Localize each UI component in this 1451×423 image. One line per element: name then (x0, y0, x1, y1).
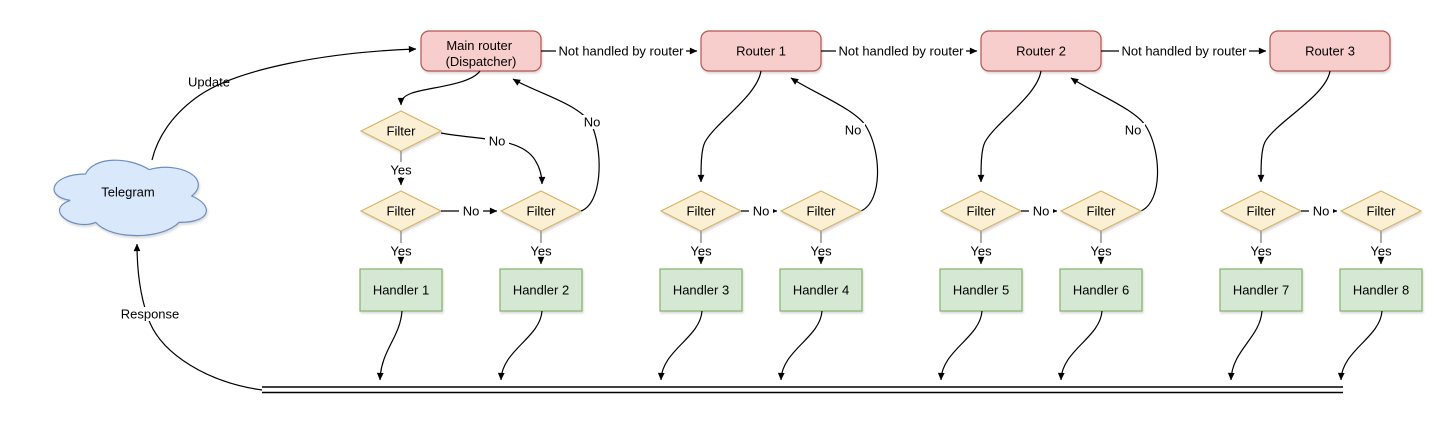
yes-label: Yes (1090, 244, 1112, 259)
filter-no-return-arrow-main (512, 78, 600, 212)
yes-label: Yes (1250, 244, 1272, 259)
handler-5-to-bus-arrow (937, 310, 983, 381)
filter-label: Filter (1087, 204, 1117, 219)
handler-8-label: Handler 8 (1353, 283, 1409, 298)
yes-label: Yes (970, 244, 992, 259)
no-label: No (489, 134, 506, 149)
filter-diamond-main-top (359, 110, 443, 152)
no-label-bg (1309, 204, 1333, 218)
yes-label: Yes (390, 163, 412, 178)
response-label-bg (118, 307, 182, 321)
not-handled-label-2: Not handled by router (838, 44, 964, 59)
not-handled-label-3: Not handled by router (1121, 44, 1247, 59)
filter-label: Filter (807, 204, 837, 219)
filter-label: Filter (387, 204, 417, 219)
handler-4-node (779, 268, 863, 312)
no-label-bg (1121, 123, 1145, 137)
handler-3-to-bus-arrow (657, 310, 703, 381)
response-label: Response (121, 307, 180, 322)
handler-1-node (359, 268, 443, 312)
handler-7-node (1219, 268, 1303, 312)
handler-1-to-bus-arrow (376, 310, 403, 381)
no-label: No (1313, 204, 1330, 219)
filter-diamond-r2-right (1059, 190, 1143, 232)
yes-label: Yes (1370, 244, 1392, 259)
handler-4-label: Handler 4 (793, 283, 849, 298)
handler-8-node (1339, 268, 1423, 312)
handler-8-to-bus-arrow (1337, 310, 1383, 381)
response-arrow (133, 243, 263, 391)
handler-6-node (1059, 268, 1143, 312)
filter-label: Filter (1247, 204, 1277, 219)
filter-label: Filter (967, 204, 997, 219)
yes-label: Yes (690, 244, 712, 259)
handler-5-label: Handler 5 (953, 283, 1009, 298)
handler-3-label: Handler 3 (673, 283, 729, 298)
yes-label: Yes (810, 244, 832, 259)
no-label: No (1033, 204, 1050, 219)
router-1-label: Router 1 (736, 44, 786, 59)
no-label-bg (580, 115, 604, 129)
handler-6-to-bus-arrow (1057, 310, 1103, 381)
filter-label: Filter (387, 124, 417, 139)
no-label: No (845, 123, 862, 138)
filter-diamond-r3-right (1339, 190, 1423, 232)
router-3-label: Router 3 (1305, 44, 1355, 59)
no-label-bg (459, 204, 483, 218)
handler-6-label: Handler 6 (1073, 283, 1129, 298)
filter-label: Filter (1367, 204, 1397, 219)
no-label: No (1125, 123, 1142, 138)
main-router-label: Main router (Dispatcher) (446, 38, 517, 69)
router-3-to-filter-arrow (1257, 70, 1331, 183)
no-label-bg (841, 123, 865, 137)
main-router-to-filter-arrow (397, 70, 481, 106)
no-label-bg (1029, 204, 1053, 218)
router-2-label: Router 2 (1016, 44, 1066, 59)
filter-diamond-r1-right (779, 190, 863, 232)
handler-2-label: Handler 2 (513, 283, 569, 298)
no-label-bg (749, 204, 773, 218)
yes-label: Yes (530, 244, 552, 259)
telegram-label: Telegram (101, 185, 154, 200)
not-handled-label-bg-1 (556, 44, 686, 58)
handler-3-node (659, 268, 743, 312)
router-1-to-filter-arrow (697, 70, 762, 183)
yes-label: Yes (390, 244, 412, 259)
telegram-cloud (53, 159, 207, 237)
handler-5-node (939, 268, 1023, 312)
filter-no-arrow-main-top (440, 132, 546, 185)
not-handled-label-bg-3 (1119, 44, 1249, 58)
update-label: Update (188, 75, 230, 90)
filter-label: Filter (687, 204, 717, 219)
no-label: No (753, 204, 770, 219)
no-label-bg (485, 134, 509, 148)
filter-no-return-arrow-1 (790, 77, 879, 212)
handler-4-to-bus-arrow (777, 310, 823, 381)
handler-1-label: Handler 1 (373, 283, 429, 298)
router-2-to-filter-arrow (977, 70, 1042, 183)
no-label: No (584, 115, 601, 130)
no-label: No (463, 204, 480, 219)
filter-label: Filter (527, 204, 557, 219)
filter-no-return-arrow-2 (1070, 77, 1159, 212)
handler-7-to-bus-arrow (1227, 310, 1263, 381)
update-arrow (151, 45, 417, 161)
handler-2-node (499, 268, 583, 312)
handler-2-to-bus-arrow (497, 310, 543, 381)
not-handled-label-1: Not handled by router (558, 44, 684, 59)
handler-7-label: Handler 7 (1233, 283, 1289, 298)
not-handled-label-bg-2 (836, 44, 966, 58)
